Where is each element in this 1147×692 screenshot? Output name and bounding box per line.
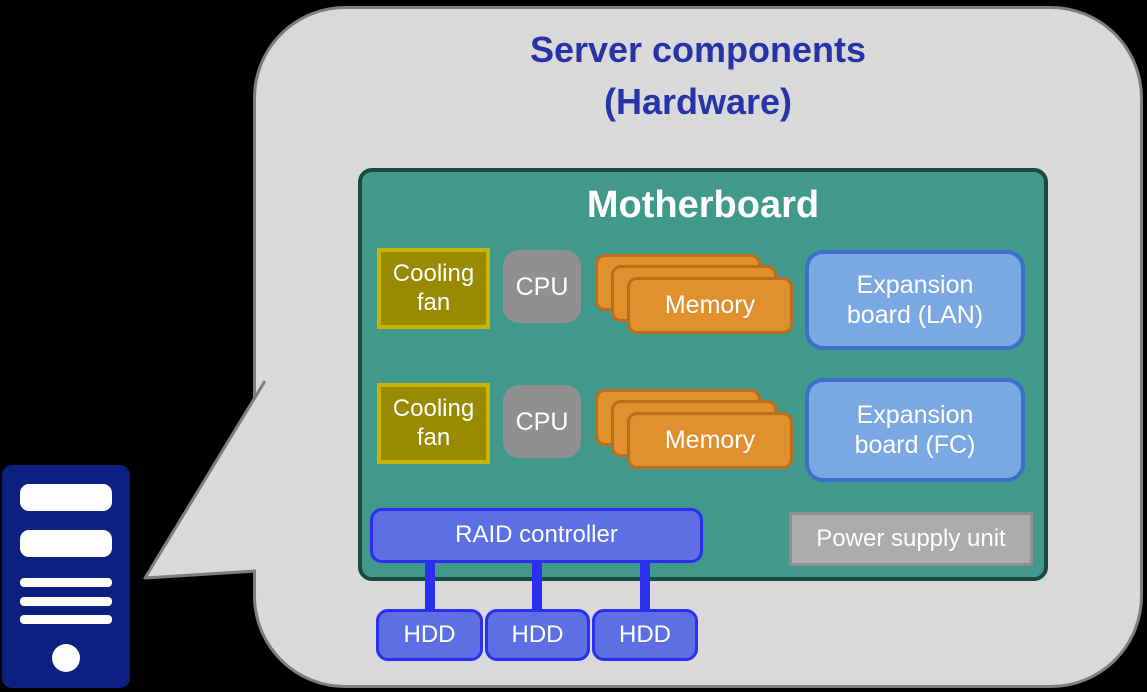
drive-bay-icon bbox=[20, 484, 112, 511]
cooling-fan-label-2: Cooling fan bbox=[392, 394, 475, 451]
power-button-icon bbox=[52, 644, 80, 672]
memory-label-2: Memory bbox=[664, 426, 756, 454]
server-tower-icon bbox=[2, 465, 130, 688]
raid-hdd-connector-3 bbox=[640, 560, 650, 612]
drive-bay-icon bbox=[20, 530, 112, 557]
hdd-label-2: HDD bbox=[511, 620, 564, 648]
hdd-box-1: HDD bbox=[376, 609, 483, 661]
expansion-board-fc-box: Expansion board (FC) bbox=[805, 378, 1025, 482]
memory-label-1: Memory bbox=[664, 291, 756, 319]
hdd-box-2: HDD bbox=[485, 609, 590, 661]
vent-bar-icon bbox=[20, 597, 112, 606]
cooling-fan-box-2: Cooling fan bbox=[377, 383, 490, 464]
cpu-label-1: CPU bbox=[515, 272, 569, 301]
memory-stack-2: Memory bbox=[595, 389, 794, 469]
title-line-1: Server components bbox=[529, 29, 867, 70]
cooling-fan-box-1: Cooling fan bbox=[377, 248, 490, 329]
cpu-box-2: CPU bbox=[503, 385, 581, 458]
raid-controller-box: RAID controller bbox=[370, 508, 703, 563]
cpu-box-1: CPU bbox=[503, 250, 581, 323]
hdd-label-1: HDD bbox=[403, 620, 456, 648]
raid-hdd-connector-2 bbox=[532, 560, 542, 612]
expansion-board-lan-label: Expansion board (LAN) bbox=[846, 271, 984, 329]
hdd-box-3: HDD bbox=[592, 609, 698, 661]
power-supply-unit-box: Power supply unit bbox=[789, 512, 1033, 566]
vent-bar-icon bbox=[20, 615, 112, 624]
cooling-fan-label-1: Cooling fan bbox=[392, 259, 475, 316]
expansion-board-fc-label: Expansion board (FC) bbox=[854, 401, 976, 459]
memory-stack-1: Memory bbox=[595, 254, 794, 334]
raid-controller-label: RAID controller bbox=[455, 521, 618, 549]
cpu-label-2: CPU bbox=[515, 407, 569, 436]
memory-card-front: Memory bbox=[627, 412, 793, 469]
raid-hdd-connector-1 bbox=[425, 560, 435, 612]
vent-bar-icon bbox=[20, 578, 112, 587]
title-line-2: (Hardware) bbox=[603, 81, 793, 122]
memory-card-front: Memory bbox=[627, 277, 793, 334]
hdd-label-3: HDD bbox=[619, 620, 671, 648]
diagram-title: Server components (Hardware) bbox=[253, 24, 1143, 128]
expansion-board-lan-box: Expansion board (LAN) bbox=[805, 250, 1025, 350]
motherboard-label: Motherboard bbox=[586, 184, 820, 226]
power-supply-unit-label: Power supply unit bbox=[816, 524, 1006, 552]
